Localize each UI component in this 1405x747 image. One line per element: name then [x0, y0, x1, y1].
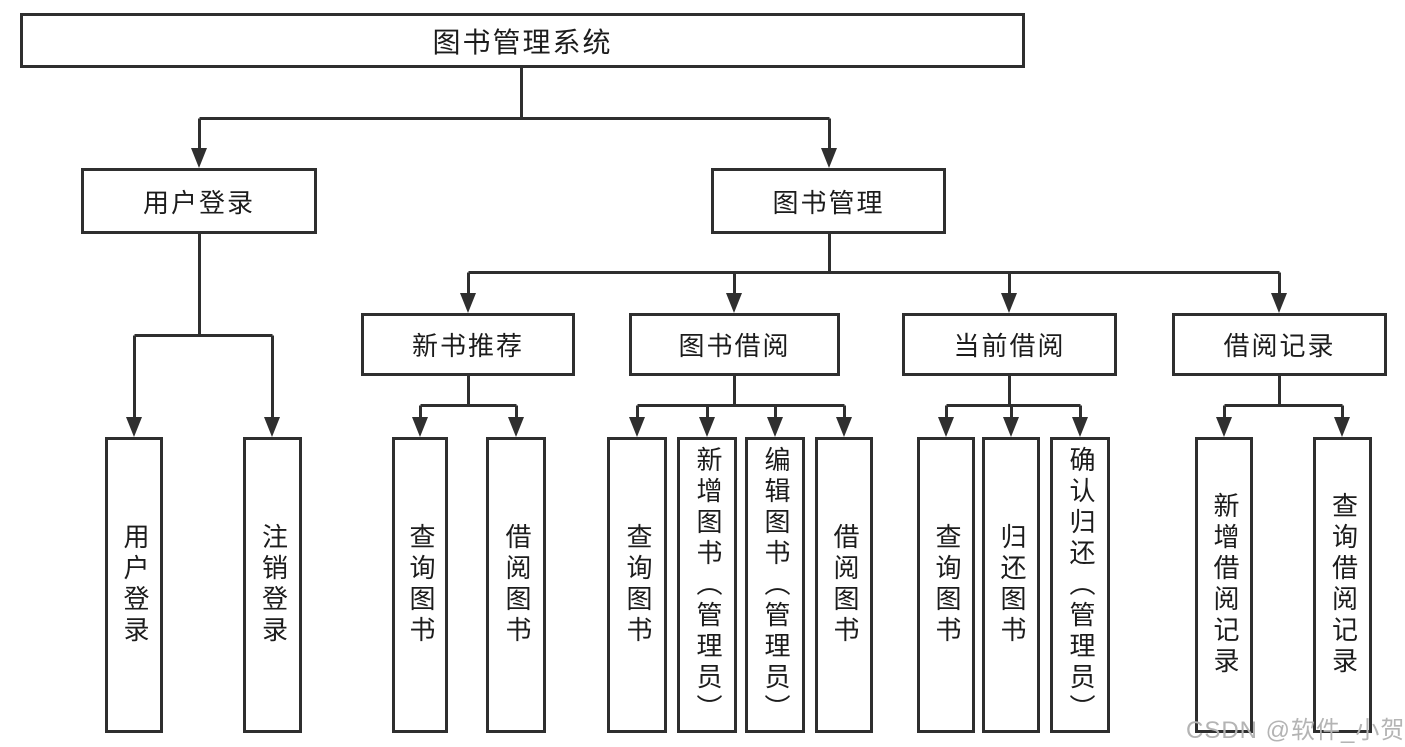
- node-borrow-records-label: 借阅记录: [1223, 331, 1336, 361]
- arrowhead: [1072, 417, 1088, 437]
- leaf-add-books-admin-label: 新增图书（管理员）: [692, 445, 723, 725]
- leaf-query-books-borrow: 查询图书: [607, 437, 667, 733]
- arrowhead: [126, 417, 142, 437]
- node-current-borrow-label: 当前借阅: [953, 331, 1066, 361]
- arrowhead: [412, 417, 428, 437]
- leaf-query-borrow-record: 查询借阅记录: [1313, 437, 1372, 733]
- arrowhead: [191, 148, 207, 168]
- arrowhead: [726, 293, 742, 313]
- connector-book-borrow-branch: [629, 376, 852, 437]
- node-new-book-recommend: 新书推荐: [361, 313, 575, 376]
- leaf-logout-login-label: 注销登录: [258, 523, 289, 647]
- leaf-confirm-return-admin-label: 确认归还（管理员）: [1065, 445, 1096, 725]
- leaf-add-borrow-record-label: 新增借阅记录: [1209, 492, 1240, 678]
- leaf-query-books-current: 查询图书: [917, 437, 975, 733]
- arrowhead: [508, 417, 524, 437]
- csdn-watermark: CSDN @软件_小贺同学: [1186, 717, 1405, 744]
- node-book-management: 图书管理: [711, 168, 946, 234]
- arrowhead: [1334, 417, 1350, 437]
- connector-borrow-records-branch: [1216, 376, 1350, 437]
- connector-root-to-level2: [191, 68, 837, 168]
- node-book-borrow: 图书借阅: [629, 313, 840, 376]
- node-library-system: 图书管理系统: [20, 13, 1025, 68]
- leaf-return-books: 归还图书: [982, 437, 1040, 733]
- arrowhead: [460, 293, 476, 313]
- leaf-add-borrow-record: 新增借阅记录: [1195, 437, 1253, 733]
- arrowhead: [1003, 417, 1019, 437]
- leaf-return-books-label: 归还图书: [996, 523, 1027, 647]
- node-borrow-records: 借阅记录: [1172, 313, 1387, 376]
- leaf-borrow-books-borrow-label: 借阅图书: [829, 523, 860, 647]
- leaf-borrow-books-borrow: 借阅图书: [815, 437, 873, 733]
- node-user-login-label: 用户登录: [142, 187, 255, 218]
- leaf-borrow-books-recommend-label: 借阅图书: [501, 523, 532, 647]
- connector-new-books-branch: [412, 376, 524, 437]
- node-book-borrow-label: 图书借阅: [678, 331, 791, 361]
- leaf-query-borrow-record-label: 查询借阅记录: [1328, 492, 1359, 678]
- leaf-confirm-return-admin: 确认归还（管理员）: [1050, 437, 1110, 733]
- leaf-query-books-recommend-label: 查询图书: [405, 523, 436, 647]
- leaf-query-books-current-label: 查询图书: [931, 523, 962, 647]
- connector-user-login-branch: [126, 234, 280, 437]
- arrowhead: [699, 417, 715, 437]
- leaf-user-login-label: 用户登录: [119, 523, 150, 647]
- arrowhead: [1216, 417, 1232, 437]
- arrowhead: [821, 148, 837, 168]
- leaf-query-books-borrow-label: 查询图书: [622, 523, 653, 647]
- leaf-add-books-admin: 新增图书（管理员）: [677, 437, 737, 733]
- arrowhead: [264, 417, 280, 437]
- leaf-edit-books-admin: 编辑图书（管理员）: [745, 437, 805, 733]
- arrowhead: [1001, 293, 1017, 313]
- arrowhead: [767, 417, 783, 437]
- arrowhead: [1271, 293, 1287, 313]
- leaf-logout-login: 注销登录: [243, 437, 302, 733]
- leaf-query-books-recommend: 查询图书: [392, 437, 448, 733]
- node-library-system-label: 图书管理系统: [432, 26, 613, 58]
- node-current-borrow: 当前借阅: [902, 313, 1117, 376]
- arrowhead: [629, 417, 645, 437]
- arrowhead: [836, 417, 852, 437]
- connector-book-mgmt-branch: [460, 234, 1287, 313]
- leaf-user-login: 用户登录: [105, 437, 163, 733]
- node-user-login: 用户登录: [81, 168, 317, 234]
- leaf-borrow-books-recommend: 借阅图书: [486, 437, 546, 733]
- node-new-book-recommend-label: 新书推荐: [411, 331, 524, 361]
- connector-current-borrow-branch: [938, 376, 1088, 437]
- arrowhead: [938, 417, 954, 437]
- leaf-edit-books-admin-label: 编辑图书（管理员）: [760, 445, 791, 725]
- node-book-management-label: 图书管理: [772, 187, 885, 218]
